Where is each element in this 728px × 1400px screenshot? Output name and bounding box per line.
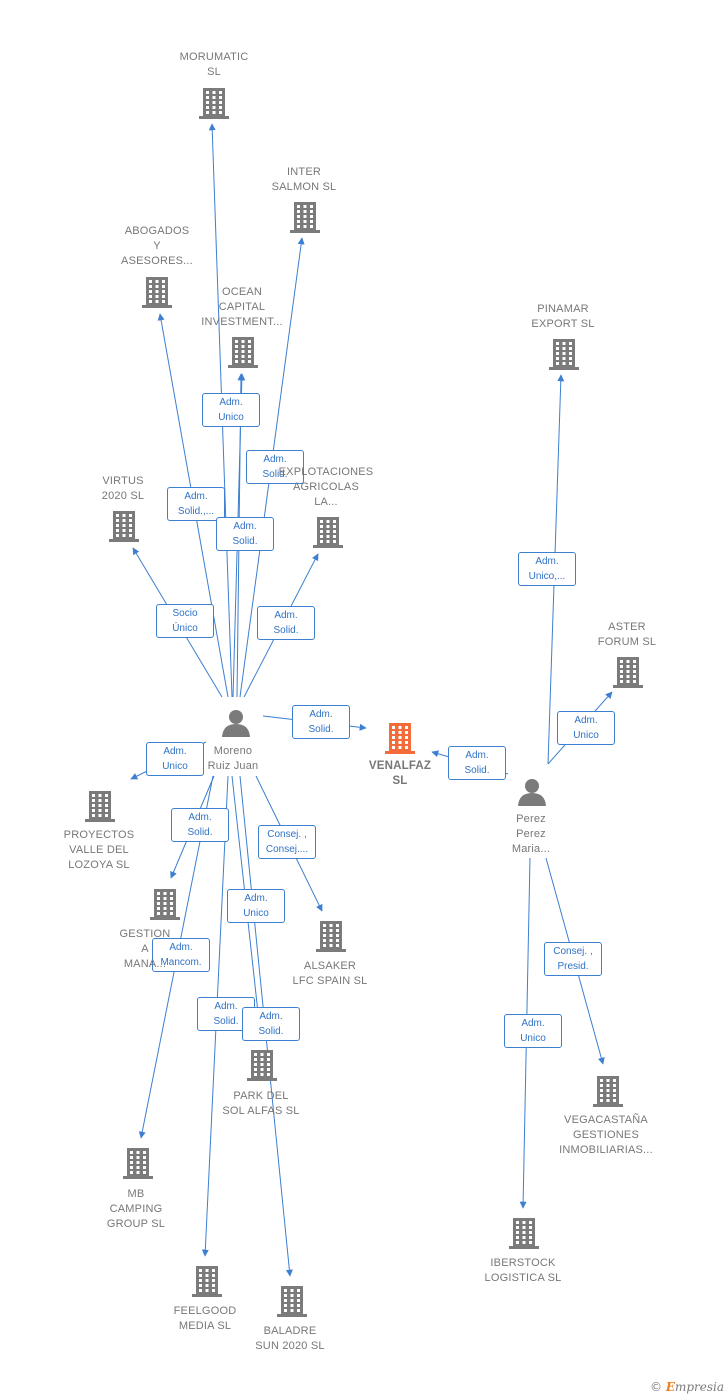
edge-label-perez-iberstock[interactable]: Adm. Unico [504, 1014, 562, 1048]
edge-label-moreno-explot[interactable]: Adm. Solid. [257, 606, 315, 640]
empresia-brand[interactable]: © Empresia [650, 1380, 724, 1394]
edge-label-perez-vegacastana[interactable]: Consej. , Presid. [544, 942, 602, 976]
building-icon-explot[interactable] [313, 517, 343, 548]
building-icon-abogados[interactable] [142, 277, 172, 308]
edge-label-moreno-virtus[interactable]: Socio Único [156, 604, 214, 638]
edge-label-perez-pinamar[interactable]: Adm. Unico,... [518, 552, 576, 586]
node-label-venalfaz[interactable]: VENALFAZ SL [368, 760, 432, 787]
building-icon-gestion[interactable] [150, 889, 180, 920]
building-icon-iberstock[interactable] [509, 1218, 539, 1249]
building-icon-proyectos[interactable] [85, 791, 115, 822]
node-label-park[interactable]: PARK DEL SOL ALFAS SL [222, 1090, 300, 1117]
edge-label-moreno-baladre[interactable]: Adm. Solid. [242, 1007, 300, 1041]
person-icon-perez[interactable] [518, 779, 546, 806]
edge-label-moreno-inter[interactable]: Adm. Solid. [246, 450, 304, 484]
node-label-ocean[interactable]: OCEAN CAPITAL INVESTMENT... [201, 286, 283, 328]
edge-label-moreno-abogados[interactable]: Adm. Solid.,... [167, 487, 225, 521]
copyright-symbol: © [650, 1380, 662, 1394]
edge-label-moreno-park[interactable]: Adm. Unico [227, 889, 285, 923]
building-icon-baladre[interactable] [277, 1286, 307, 1317]
node-label-iberstock[interactable]: IBERSTOCK LOGISTICA SL [484, 1257, 562, 1284]
edge-label-perez-aster[interactable]: Adm. Unico [557, 711, 615, 745]
edge-label-moreno-alsaker[interactable]: Consej. , Consej.... [258, 825, 316, 859]
node-label-proyectos[interactable]: PROYECTOS VALLE DEL LOZOYA SL [63, 829, 135, 871]
building-icon-vegacastana[interactable] [593, 1076, 623, 1107]
brand-initial: E [665, 1380, 675, 1394]
node-label-mb[interactable]: MB CAMPING GROUP SL [106, 1188, 166, 1230]
node-label-abogados[interactable]: ABOGADOS Y ASESORES... [121, 225, 193, 267]
edge-label-moreno-gestion[interactable]: Adm. Solid. [171, 808, 229, 842]
building-icon-virtus[interactable] [109, 511, 139, 542]
edge-label-moreno-ocean[interactable]: Adm. Unico [202, 393, 260, 427]
edge-label-moreno-mb[interactable]: Adm. Mancom. [152, 938, 210, 972]
nodes-layer [85, 88, 643, 1317]
node-label-feelgood[interactable]: FEELGOOD MEDIA SL [173, 1305, 237, 1332]
building-icon-pinamar[interactable] [549, 339, 579, 370]
node-label-alsaker[interactable]: ALSAKER LFC SPAIN SL [292, 960, 368, 987]
node-label-explot[interactable]: EXPLOTACIONES AGRICOLAS LA... [278, 466, 374, 508]
brand-name: mpresia [674, 1380, 725, 1394]
node-label-virtus[interactable]: VIRTUS 2020 SL [101, 475, 145, 502]
building-icon-feelgood[interactable] [192, 1266, 222, 1297]
building-icon-alsaker[interactable] [316, 921, 346, 952]
person-icon-moreno[interactable] [222, 710, 250, 737]
node-label-baladre[interactable]: BALADRE SUN 2020 SL [255, 1325, 325, 1352]
edge-label-moreno-ocean[interactable]: Adm. Solid. [216, 517, 274, 551]
edge-label-moreno-proyectos[interactable]: Adm. Unico [146, 742, 204, 776]
main-company-icon-venalfaz[interactable] [385, 723, 415, 754]
node-label-pinamar[interactable]: PINAMAR EXPORT SL [531, 303, 595, 330]
building-icon-aster[interactable] [613, 657, 643, 688]
node-label-gestion[interactable]: GESTION A MANA... [119, 928, 171, 970]
node-label-moreno[interactable]: Moreno Ruiz Juan [207, 745, 259, 772]
node-label-aster[interactable]: ASTER FORUM SL [597, 621, 657, 648]
building-icon-park[interactable] [247, 1050, 277, 1081]
node-label-morumatic[interactable]: MORUMATIC SL [179, 51, 249, 78]
edge-label-moreno-venalfaz[interactable]: Adm. Solid. [292, 705, 350, 739]
node-label-vegacastana[interactable]: VEGACASTAÑA GESTIONES INMOBILIARIAS... [559, 1114, 653, 1156]
building-icon-morumatic[interactable] [199, 88, 229, 119]
building-icon-ocean[interactable] [228, 337, 258, 368]
node-label-inter[interactable]: INTER SALMON SL [271, 166, 337, 193]
building-icon-mb[interactable] [123, 1148, 153, 1179]
edge-label-perez-venalfaz[interactable]: Adm. Solid. [448, 746, 506, 780]
building-icon-inter[interactable] [290, 202, 320, 233]
node-label-perez[interactable]: Perez Perez Maria... [511, 813, 551, 855]
